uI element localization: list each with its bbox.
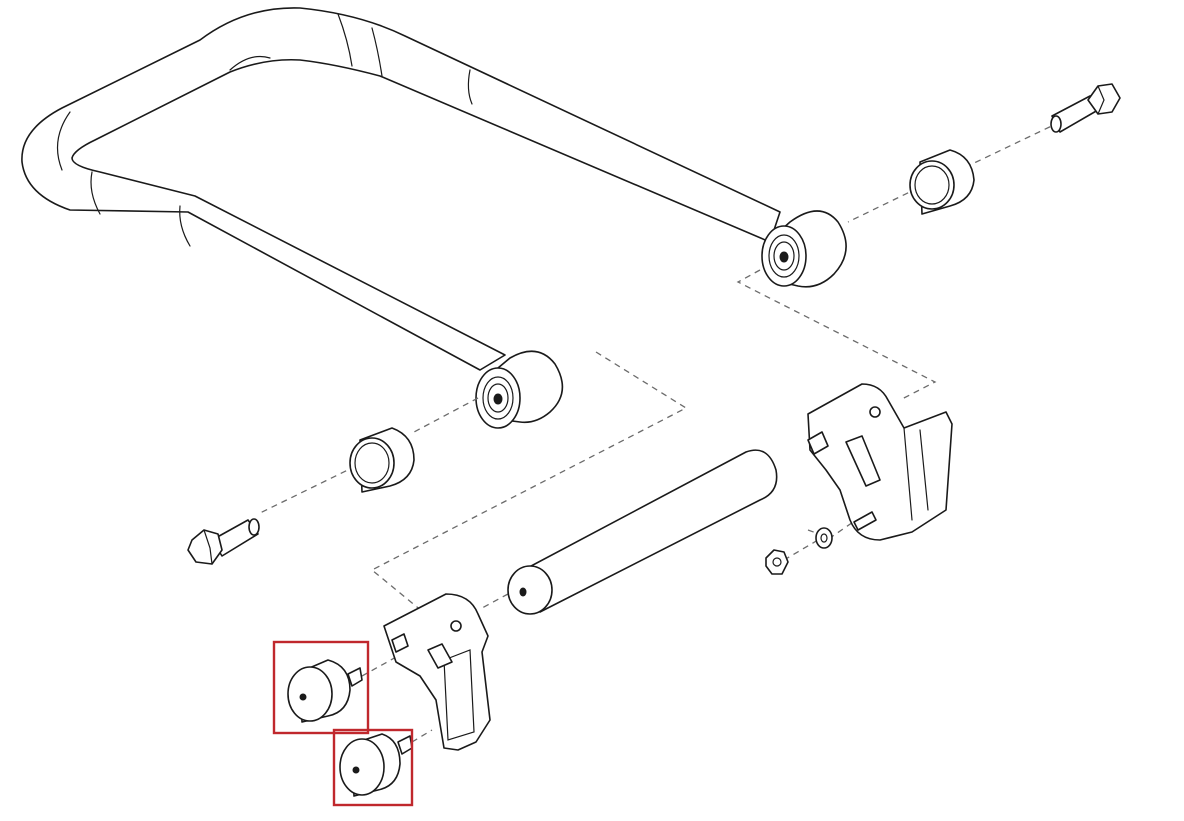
- assembly-lines: [257, 121, 1061, 743]
- anti-roll-bar: [21, 7, 781, 371]
- left-eye-bushing: [475, 350, 564, 429]
- bolt-lower-left: [187, 518, 260, 565]
- washer: [815, 527, 833, 549]
- rubber-bump-stop-upper: [287, 659, 363, 723]
- spacer-sleeve-lower: [349, 427, 415, 493]
- left-mounting-bracket: [383, 593, 491, 751]
- bolt-upper-right: [1050, 83, 1121, 133]
- rubber-bump-stop-lower: [339, 733, 413, 797]
- right-mounting-bracket: [807, 383, 953, 541]
- right-eye-bushing: [761, 210, 847, 288]
- spacer-sleeve-upper: [909, 149, 975, 215]
- highlight-box-upper: [272, 640, 370, 735]
- cross-shaft: [507, 449, 778, 615]
- hex-nut: [765, 549, 789, 575]
- highlight-box-lower: [332, 728, 414, 807]
